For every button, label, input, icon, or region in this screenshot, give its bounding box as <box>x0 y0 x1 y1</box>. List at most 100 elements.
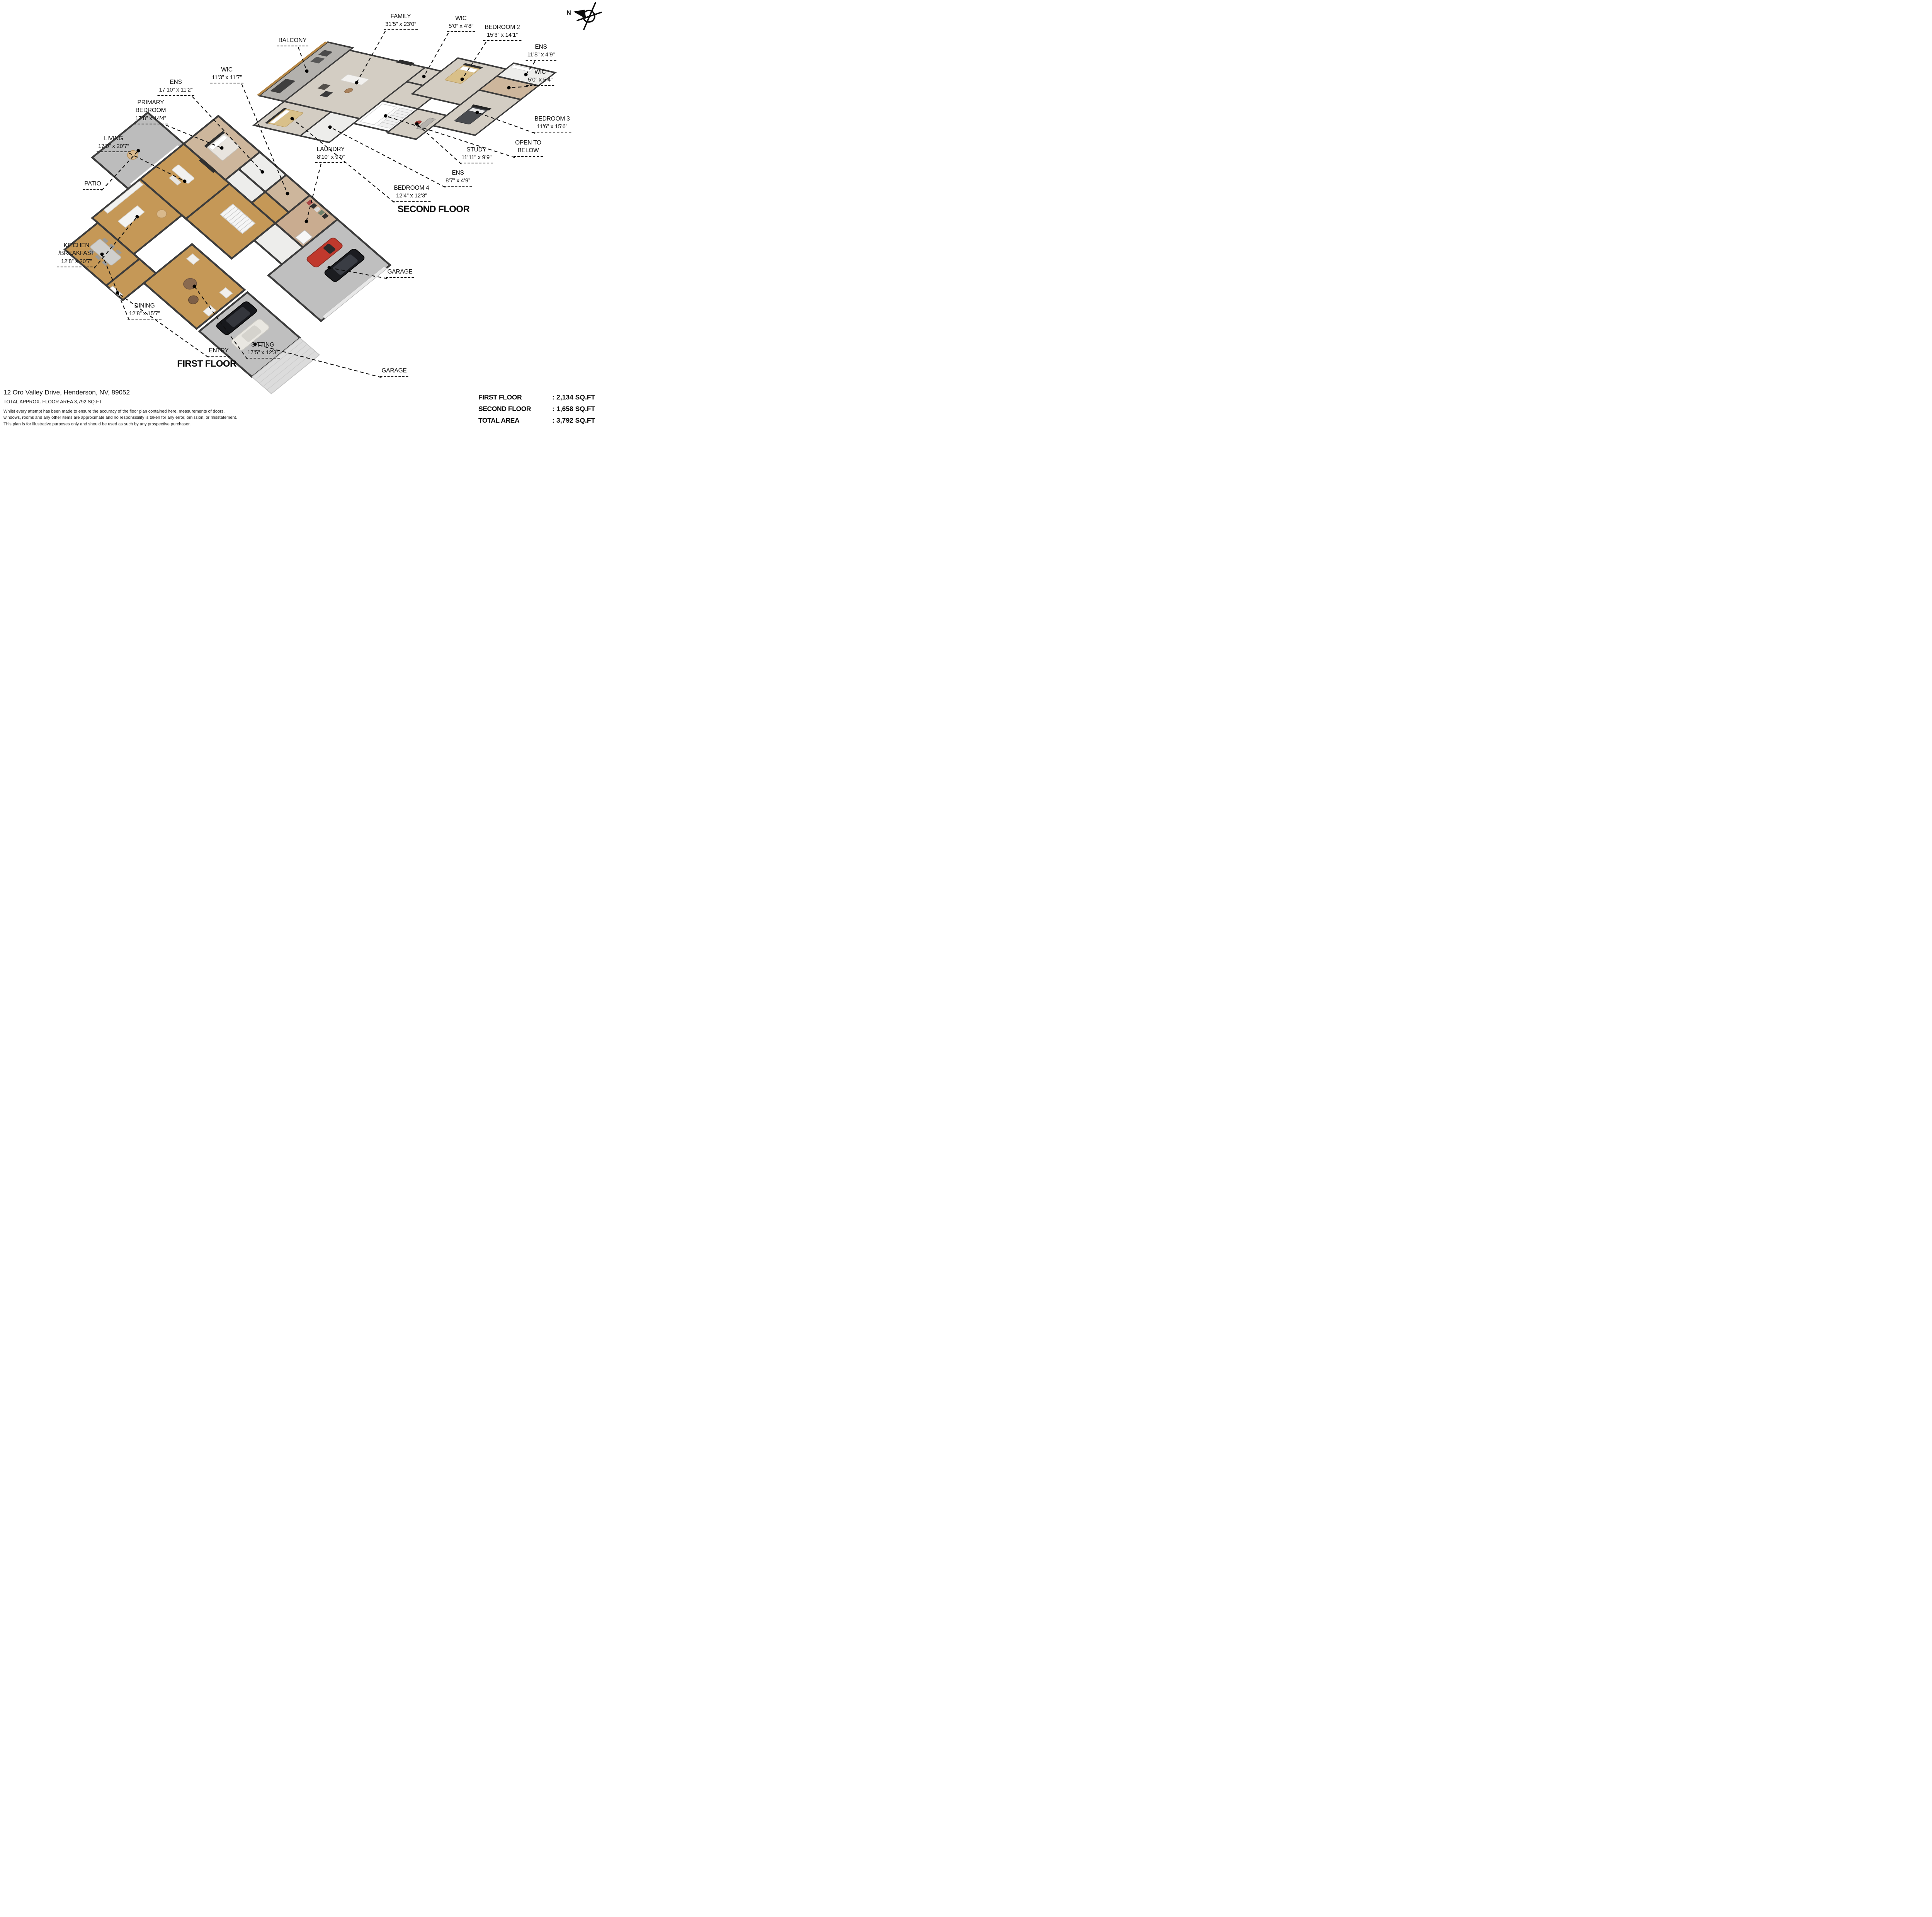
leader-line <box>101 150 139 191</box>
garage-door <box>322 265 388 319</box>
leader-line <box>255 343 382 378</box>
leader-line <box>423 32 449 77</box>
summary-value: 2,134 SQ.FT <box>556 393 595 401</box>
leader-dot <box>253 342 257 346</box>
leader-line <box>298 47 308 71</box>
balcony-swing <box>270 78 296 93</box>
leader-dot <box>422 75 426 78</box>
area-summary-table: FIRST FLOOR:2,134 SQ.FT SECOND FLOOR:1,65… <box>478 393 599 426</box>
breakfast-table <box>156 209 167 218</box>
leader-line <box>241 84 288 194</box>
armchair <box>219 287 233 299</box>
leader-line <box>462 41 487 80</box>
summary-label: SECOND FLOOR <box>478 405 531 413</box>
disclaimer-line: windows, rooms and any other items are a… <box>3 415 237 420</box>
leader-dot <box>183 179 187 183</box>
property-address: 12 Oro Valley Drive, Henderson, NV, 8905… <box>3 389 130 396</box>
sofa <box>340 74 369 85</box>
leader-dot <box>384 114 388 118</box>
leader-dot <box>260 170 264 174</box>
headboard <box>471 104 492 110</box>
pillows <box>209 134 228 150</box>
dining-chairs <box>88 238 122 266</box>
leader-line <box>477 112 535 134</box>
leader-line <box>192 96 263 172</box>
leader-line <box>526 61 536 75</box>
floorplan-drawing: N <box>63 2 602 394</box>
leader-dot <box>507 86 511 90</box>
leader-dot <box>415 122 419 126</box>
disclaimer-block: Whilst every attempt has been made to en… <box>3 408 237 426</box>
armchair <box>186 253 200 265</box>
coffee-table <box>169 175 182 186</box>
leader-line <box>509 86 528 88</box>
balcony-wood-edge <box>257 41 328 96</box>
disclaimer-line: This plan is for illustrative purposes o… <box>3 421 191 426</box>
total-area-line: TOTAL APPROX. FLOOR AREA 3,792 SQ.FT <box>3 399 102 404</box>
armchair <box>202 305 216 317</box>
headboard <box>204 131 225 148</box>
car-dark-suv <box>324 248 365 282</box>
leader-line <box>194 286 248 360</box>
sofa <box>172 165 194 184</box>
floor-plan-second <box>252 41 557 143</box>
summary-row: FIRST FLOOR:2,134 SQ.FT <box>478 393 599 401</box>
leader-dot <box>290 117 294 121</box>
summary-value: 1,658 SQ.FT <box>556 405 595 413</box>
leader-line <box>306 163 321 222</box>
armchair <box>320 91 333 97</box>
compass: N <box>566 2 602 30</box>
fireplace <box>199 158 216 173</box>
compass-north-label: N <box>566 10 571 16</box>
leader-line <box>330 127 446 188</box>
leader-dot <box>304 219 308 223</box>
bed <box>268 109 303 127</box>
summary-label: FIRST FLOOR <box>478 393 522 401</box>
armchair <box>317 83 331 90</box>
car-red-classic <box>306 238 343 268</box>
headboard <box>265 108 287 124</box>
leader-dot <box>286 192 289 195</box>
compass-bar-shallow <box>577 12 602 21</box>
vanity <box>510 65 533 72</box>
car-white <box>231 319 270 350</box>
leader-line <box>117 292 209 358</box>
summary-value: 3,792 SQ.FT <box>556 416 595 424</box>
leader-line <box>417 124 462 165</box>
leader-dot <box>136 149 140 153</box>
leader-lines-layer <box>94 31 536 378</box>
summary-label: TOTAL AREA <box>478 416 520 424</box>
footer-left: 12 Oro Valley Drive, Henderson, NV, 8905… <box>3 389 237 426</box>
leader-line <box>129 153 185 182</box>
summary-row: SECOND FLOOR:1,658 SQ.FT <box>478 405 599 413</box>
leader-line <box>385 115 515 158</box>
balcony-chair <box>310 56 325 64</box>
driveway <box>251 337 320 394</box>
round-rug <box>188 295 199 304</box>
balcony-chair <box>318 50 333 57</box>
leader-dot <box>135 215 139 219</box>
leader-dot <box>328 125 332 129</box>
floor-plan-first <box>63 111 392 394</box>
car-black-suv <box>216 301 257 335</box>
pillows <box>270 110 290 124</box>
leader-line <box>166 124 222 149</box>
summary-colon: : <box>552 393 554 401</box>
entry-floor <box>105 257 158 301</box>
compass-north-arrow <box>573 10 586 19</box>
washer <box>295 229 313 245</box>
stair-treads <box>223 206 253 231</box>
leader-dot <box>355 81 359 85</box>
coffee-table <box>344 88 353 93</box>
leader-dot <box>220 146 224 150</box>
leader-dot <box>460 77 464 81</box>
leader-dot <box>327 266 331 270</box>
fireplace <box>396 59 415 66</box>
leader-dot <box>100 252 104 256</box>
leader-dot <box>524 73 528 76</box>
leader-dot <box>116 291 119 295</box>
desk <box>416 117 436 130</box>
leader-dot <box>192 284 196 288</box>
leader-dot <box>475 110 479 114</box>
